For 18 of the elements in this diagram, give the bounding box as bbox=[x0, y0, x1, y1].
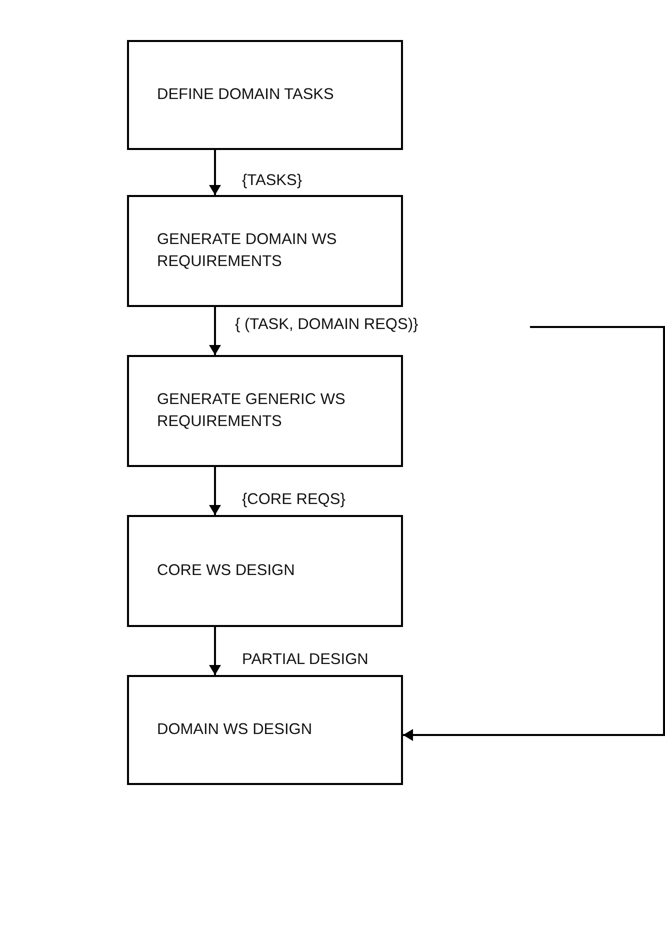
process-box bbox=[127, 515, 403, 627]
box-label: GENERATE GENERIC WS REQUIREMENTS bbox=[157, 390, 346, 432]
arrow bbox=[209, 150, 221, 195]
process-box bbox=[127, 675, 403, 785]
process-box bbox=[127, 195, 403, 307]
box-label: CORE WS DESIGN bbox=[157, 561, 295, 581]
edge-label: {TASKS} bbox=[240, 172, 304, 190]
box-label: GENERATE DOMAIN WS REQUIREMENTS bbox=[157, 230, 338, 272]
edge-label: {CORE REQS} bbox=[240, 491, 348, 509]
arrow bbox=[209, 307, 221, 355]
arrow bbox=[403, 326, 665, 741]
process-box bbox=[127, 355, 403, 467]
edge-label: { (TASK, DOMAIN REQS)} bbox=[233, 316, 420, 334]
box-label: DEFINE DOMAIN TASKS bbox=[157, 85, 334, 105]
arrow bbox=[209, 467, 221, 515]
arrow bbox=[209, 627, 221, 675]
box-label: DOMAIN WS DESIGN bbox=[157, 720, 312, 740]
process-box bbox=[127, 40, 403, 150]
